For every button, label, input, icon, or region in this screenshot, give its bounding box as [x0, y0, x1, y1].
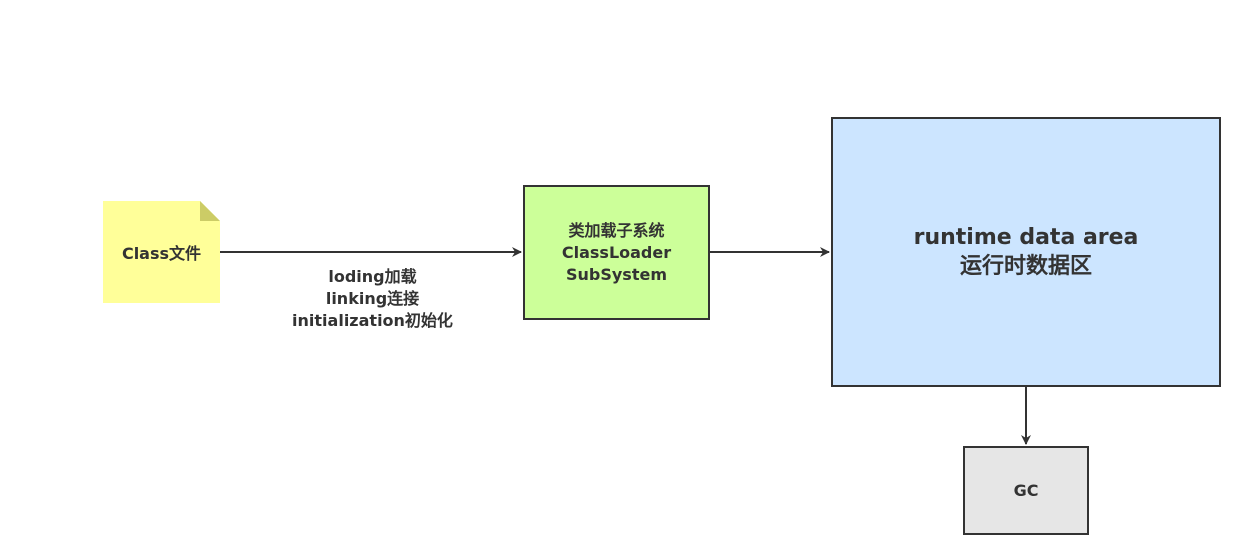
runtime-label-line-1: runtime data area	[913, 225, 1139, 250]
class-file-label: Class文件	[121, 244, 202, 263]
classloader-label-line-3: SubSystem	[565, 264, 667, 284]
classloader-label-line-1: 类加载子系统	[568, 220, 665, 240]
phase-initialization-label: initialization初始化	[292, 311, 453, 330]
runtime-label-line-2: 运行时数据区	[959, 254, 1092, 279]
gc-box[interactable]: GC	[963, 446, 1089, 535]
note-shape	[103, 201, 220, 303]
classloader-label-line-2: ClassLoader	[561, 242, 672, 262]
phase-linking-label: linking连接	[325, 289, 420, 308]
gc-label: GC	[1013, 481, 1039, 500]
classloader-subsystem-box[interactable]: 类加载子系统 ClassLoader SubSystem	[523, 185, 710, 320]
class-file-note[interactable]: Class文件	[103, 201, 220, 303]
phase-loading-label: loding加载	[328, 267, 417, 286]
runtime-data-area-box[interactable]: runtime data area 运行时数据区	[831, 117, 1221, 387]
loading-phases-label: loding加载 linking连接 initialization初始化	[270, 266, 475, 332]
